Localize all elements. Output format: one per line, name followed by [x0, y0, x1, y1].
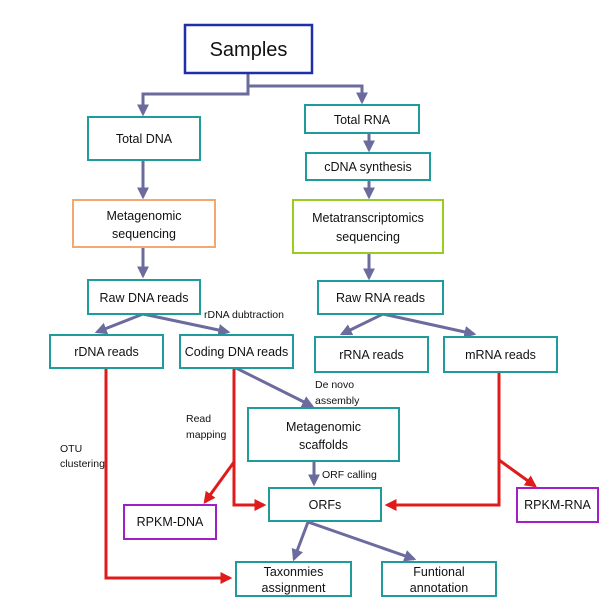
cdna-synthesis-label: cDNA synthesis — [324, 160, 412, 174]
node-samples: Samples — [183, 23, 314, 75]
rdna-subtraction-label: rDNA dubtraction — [204, 309, 284, 321]
orf-calling-label: ORF calling — [322, 469, 377, 481]
read-mapping-label-line2: mapping — [186, 429, 226, 441]
metatranscriptomics-sequencing-label-line1: Metatranscriptomics — [312, 211, 424, 225]
raw-rna-reads-label: Raw RNA reads — [336, 291, 425, 305]
node-total-rna: Total RNA — [304, 104, 420, 134]
node-taxonomies-assignment: Taxonmies assignment — [235, 561, 352, 597]
arrow-orfs-to-taxonomies — [291, 521, 310, 562]
rrna-reads-label: rRNA reads — [339, 348, 404, 362]
taxonomies-assignment-label-line1: Taxonmies — [264, 565, 324, 579]
arrow-samples-to-total-rna — [248, 84, 368, 105]
de-novo-label-line1: De novo — [315, 379, 354, 391]
total-dna-label: Total DNA — [116, 132, 173, 146]
arrow-raw-dna-to-coding — [142, 312, 231, 336]
de-novo-label-line2: assembly — [315, 395, 360, 407]
node-cdna-synthesis: cDNA synthesis — [305, 152, 431, 181]
node-functional-annotation: Funtional annotation — [381, 561, 497, 597]
arrow-orfs-to-functional — [307, 520, 417, 562]
arrow-coding-to-rpkm-dna — [203, 461, 236, 504]
samples-label: Samples — [210, 39, 288, 61]
arrow-coding-to-orfs — [232, 368, 267, 511]
blue-connectors — [94, 72, 477, 562]
node-raw-dna-reads: Raw DNA reads — [87, 279, 201, 315]
node-metagenomic-scaffolds: Metagenomic scaffolds — [247, 407, 400, 462]
arrow-raw-rna-to-rrna — [339, 312, 384, 336]
functional-annotation-label-line1: Funtional — [413, 565, 464, 579]
node-mrna-reads: mRNA reads — [443, 336, 558, 373]
rdna-reads-label: rDNA reads — [74, 345, 139, 359]
arrow-coding-to-scaffolds — [235, 366, 315, 408]
node-rpkm-rna: RPKM-RNA — [516, 487, 599, 523]
taxonomies-assignment-label-line2: assignment — [262, 581, 326, 595]
rpkm-dna-label: RPKM-DNA — [137, 515, 204, 529]
total-rna-label: Total RNA — [334, 113, 391, 127]
node-coding-dna-reads: Coding DNA reads — [179, 334, 294, 369]
node-rdna-reads: rDNA reads — [49, 334, 164, 369]
orfs-label: ORFs — [309, 498, 342, 512]
arrow-samples-split — [137, 72, 250, 117]
arrow-rdna-to-taxonomies — [104, 368, 233, 584]
metagenomic-scaffolds-label-line1: Metagenomic — [286, 420, 361, 434]
rpkm-rna-label: RPKM-RNA — [524, 498, 591, 512]
metagenomic-sequencing-label-line2: sequencing — [112, 227, 176, 241]
read-mapping-label-line1: Read — [186, 413, 211, 425]
node-metatranscriptomics-sequencing: Metatranscriptomics sequencing — [292, 199, 444, 254]
node-metagenomic-sequencing: Metagenomic sequencing — [72, 199, 216, 248]
node-raw-rna-reads: Raw RNA reads — [317, 280, 444, 315]
arrow-mrna-to-rpkm-rna — [498, 458, 537, 488]
node-total-dna: Total DNA — [87, 116, 201, 161]
red-connectors — [104, 368, 537, 584]
arrow-mrna-to-orfs — [384, 372, 501, 511]
metagenomic-scaffolds-label-line2: scaffolds — [299, 438, 348, 452]
coding-dna-reads-label: Coding DNA reads — [185, 345, 289, 359]
raw-dna-reads-label: Raw DNA reads — [100, 291, 189, 305]
mrna-reads-label: mRNA reads — [465, 348, 536, 362]
node-rrna-reads: rRNA reads — [314, 336, 429, 373]
metagenomic-sequencing-label-line1: Metagenomic — [106, 209, 181, 223]
otu-clustering-label-line1: OTU — [60, 443, 82, 455]
functional-annotation-label-line2: annotation — [410, 581, 468, 595]
otu-clustering-label-line2: clustering — [60, 458, 105, 470]
node-orfs: ORFs — [268, 487, 382, 522]
arrow-raw-rna-to-mrna — [382, 312, 477, 338]
node-rpkm-dna: RPKM-DNA — [123, 504, 217, 540]
metatranscriptomics-sequencing-label-line2: sequencing — [336, 230, 400, 244]
arrow-raw-dna-to-rdna — [94, 312, 144, 335]
